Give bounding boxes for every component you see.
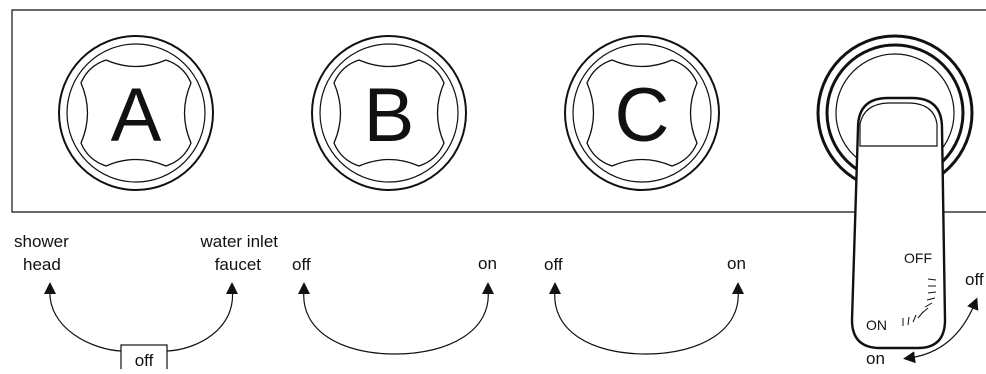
knob-a-arc [49,286,234,352]
arrow-left-icon [549,282,561,294]
knob-c[interactable]: C [564,35,720,191]
knob-b-off-label: off [292,255,311,274]
lever-on-label: on [866,349,885,368]
dial-on-label: ON [866,317,887,333]
arrow-right-icon [732,282,744,294]
knob-c-arc [554,289,739,355]
knob-a[interactable]: A [58,35,214,191]
lever-off-label: off [965,270,984,289]
arrow-left-icon [298,282,310,294]
panel-outline [11,9,986,213]
knob-c-off-label: off [544,255,563,274]
knob-a-off-label: off [135,351,154,369]
knob-b-on-label: on [478,254,497,273]
lever-handle[interactable]: OFF ON [816,34,974,350]
knob-c-direction: off on [544,254,746,355]
water-inlet-label-line2: faucet [215,255,262,274]
arrow-right-icon [482,282,494,294]
lever-rotation-arrow [903,297,979,364]
knob-letter: B [364,73,415,158]
knob-a-direction: shower head water inlet faucet off [14,232,279,372]
off-box [120,344,168,372]
shower-head-label-line1: shower [14,232,69,251]
knob-b-arc [303,289,489,355]
knob-letter: C [615,73,670,158]
knob-c-on-label: on [727,254,746,273]
water-inlet-label-line1: water inlet [200,232,279,251]
knob-b-direction: off on [292,254,497,355]
knob-b[interactable]: B [311,35,467,191]
shower-head-label-line2: head [23,255,61,274]
dial-off-label: OFF [904,250,932,266]
arrow-left-icon [44,282,56,294]
knob-letter: A [111,73,162,158]
arrow-right-icon [226,282,238,294]
lever-body[interactable] [850,96,947,350]
